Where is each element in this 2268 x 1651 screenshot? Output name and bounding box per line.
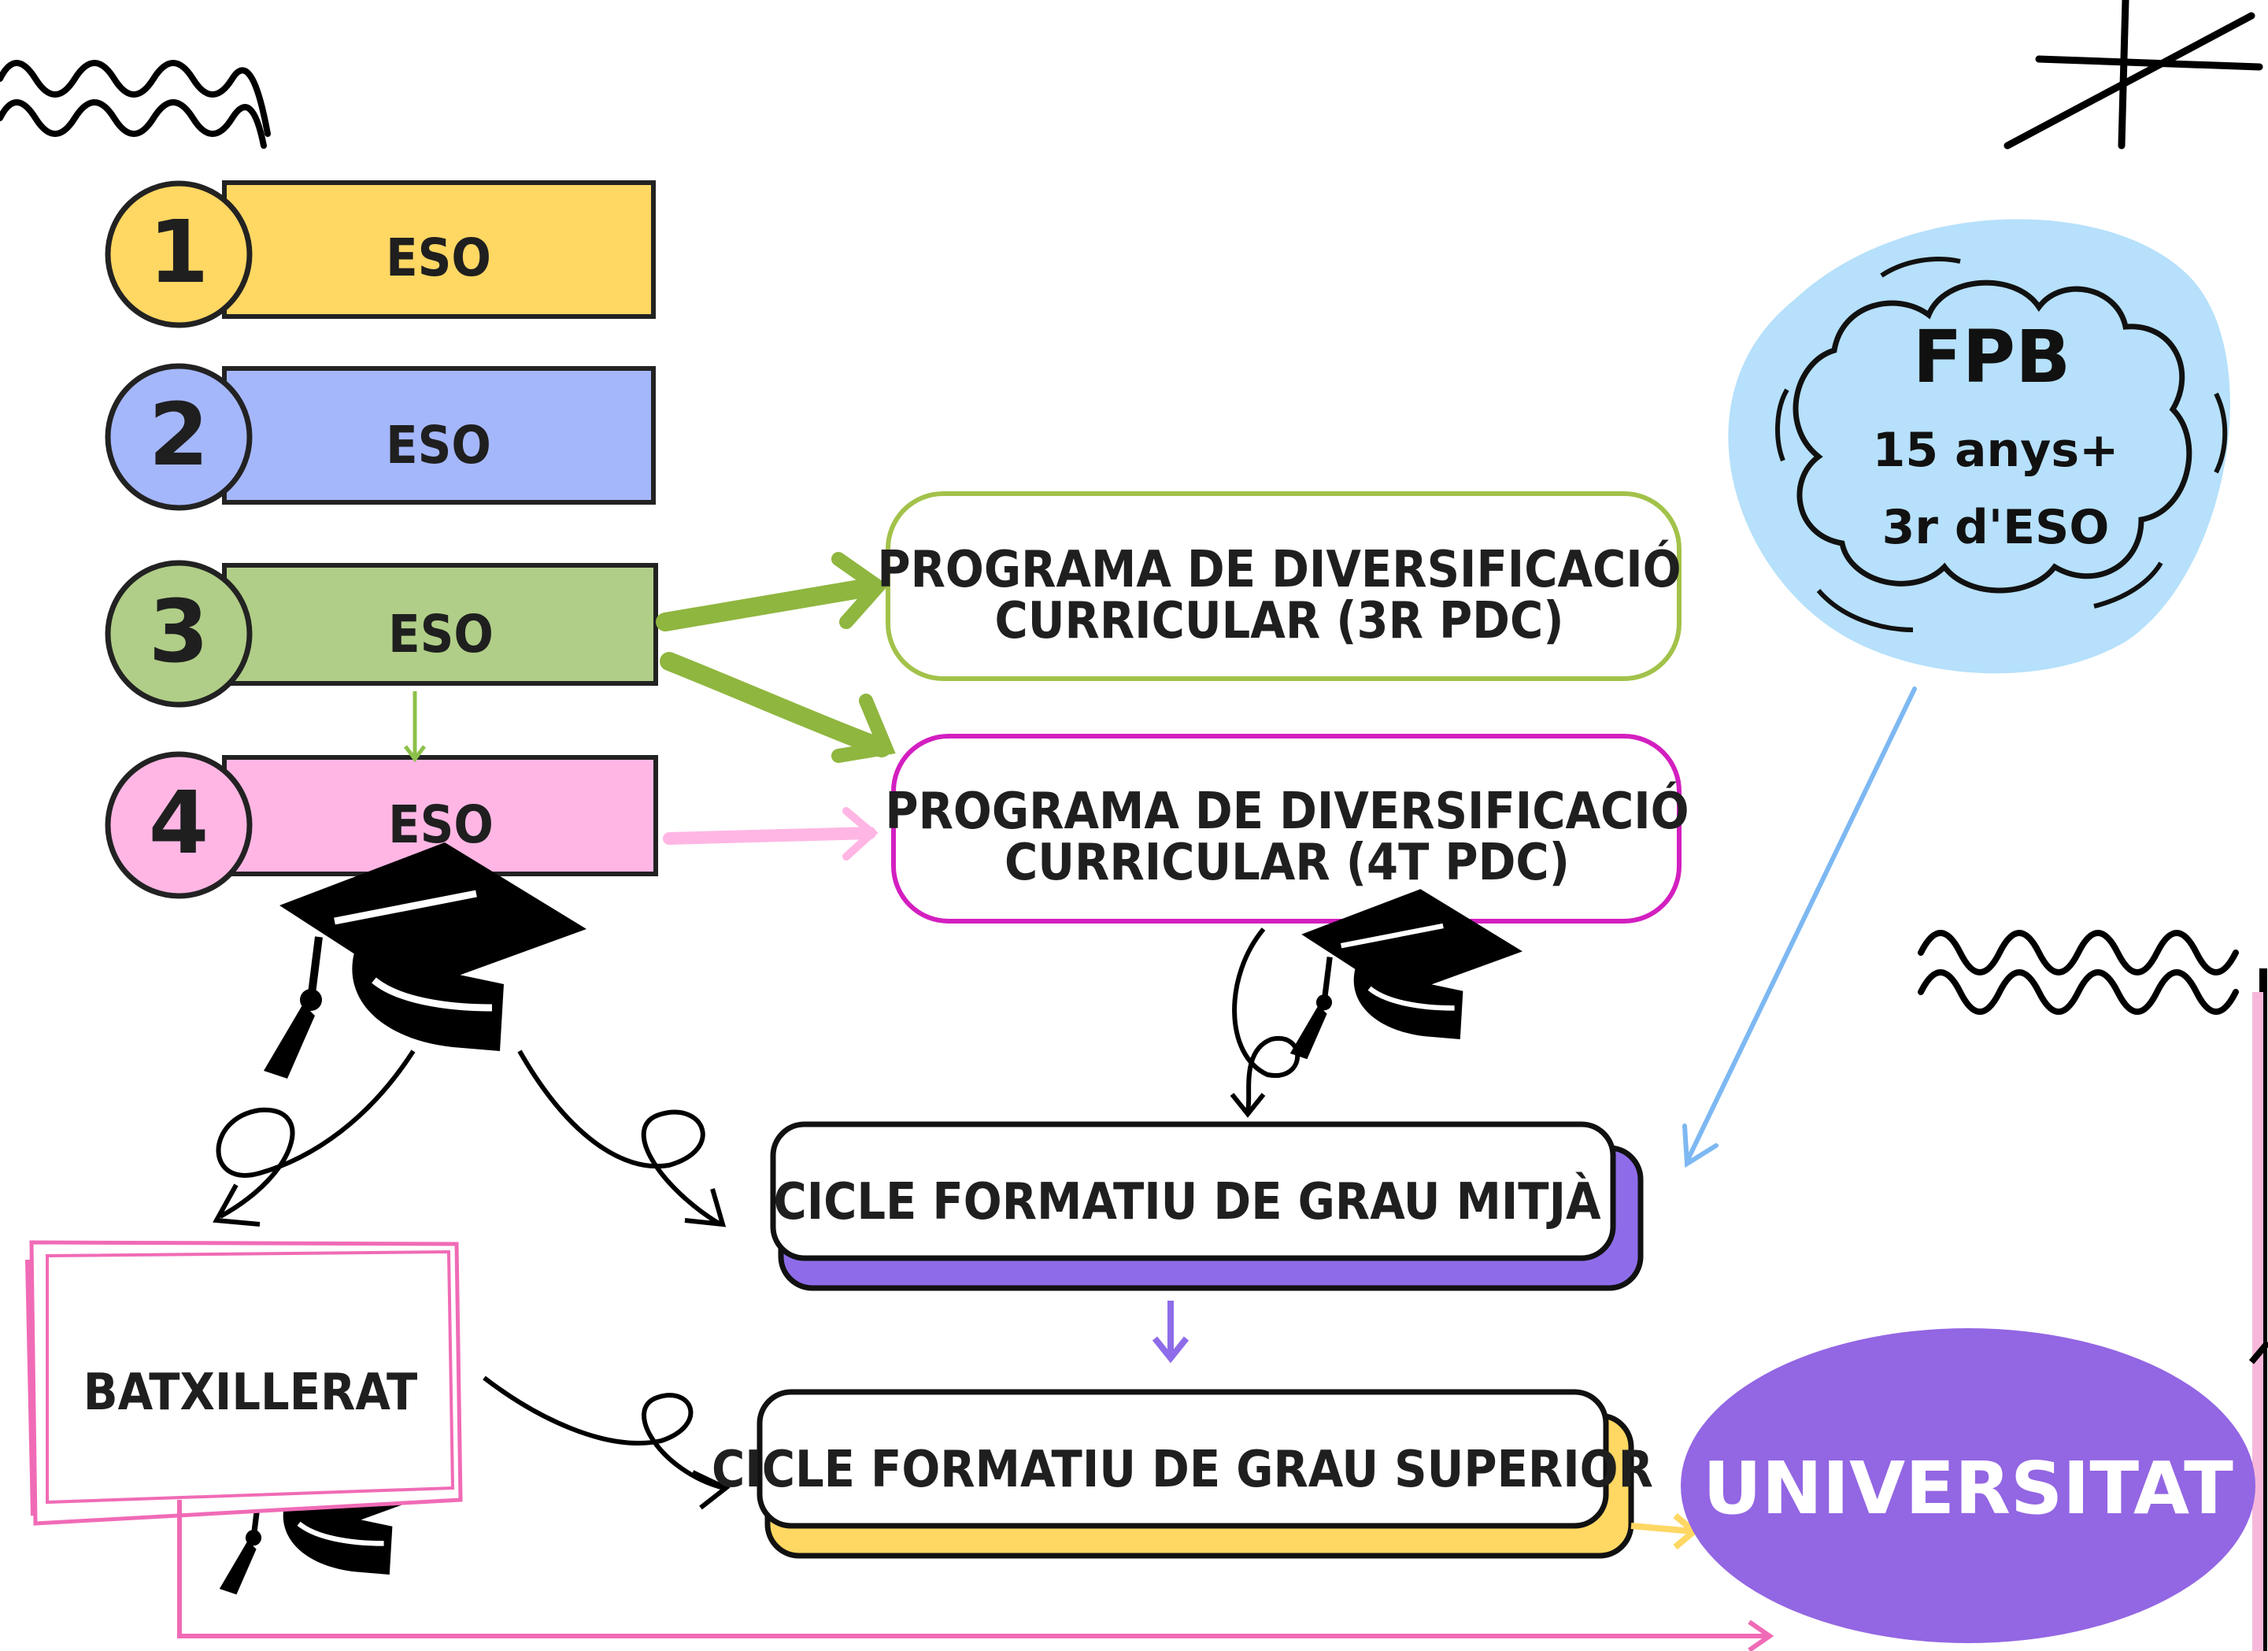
eso-number: 4 [149,772,209,873]
loop-arrow [517,1049,722,1227]
graduation-cap-icon [264,842,586,1079]
grau-superior-box: CICLE FORMATIU DE GRAU SUPERIOR [712,1389,1653,1559]
fpb-title: FPB [1913,315,2070,399]
eso-level-1: 1 ESO [105,180,656,328]
pdc-4t-line1: PROGRAMA DE DIVERSIFICACIÓ [885,781,1689,841]
grau-superior-label: CICLE FORMATIU DE GRAU SUPERIOR [712,1441,1653,1499]
arrow-mitja-to-superior [1152,1301,1189,1364]
universitat-ellipse: UNIVERSITAT [1681,1328,2255,1643]
arrow-3eso-to-3pdc [656,552,889,631]
fpb-bubble: FPB 15 anys+ 3r d'ESO [1728,219,2230,674]
loop-arrow [216,1049,416,1219]
arrow-4eso-to-4pdc [663,807,879,861]
arrow-batxillerat-to-universitat [177,1500,1774,1651]
eso-label: ESO [386,415,491,476]
fpb-requirement: 3r d'ESO [1882,500,2110,555]
star-doodle-icon [2003,0,2263,150]
grau-mitja-box: CICLE FORMATIU DE GRAU MITJÀ [770,1121,1644,1291]
eso-label: ESO [388,604,494,664]
eso-label: ESO [386,228,491,288]
fpb-age: 15 anys+ [1873,423,2119,478]
batxillerat-label: BATXILLERAT [83,1364,418,1422]
pdc-3r-box: PROGRAMA DE DIVERSIFICACIÓ CURRICULAR (3… [877,491,1682,681]
pdc-3r-line1: PROGRAMA DE DIVERSIFICACIÓ [877,539,1681,599]
loop-arrow [1232,927,1300,1111]
eso-level-2: 2 ESO [105,363,656,511]
pdc-3r-line2: CURRICULAR (3R PDC) [994,592,1563,650]
universitat-label: UNIVERSITAT [1703,1446,2233,1531]
squiggle-icon [0,99,267,149]
arrow-superior-to-universitat [1630,1512,1700,1550]
arrow-3eso-to-4pdc [660,652,896,763]
batxillerat-box: BATXILLERAT [25,1240,463,1526]
pdc-4t-line2: CURRICULAR (4T PDC) [1005,834,1570,892]
squiggle-icon [1918,930,2239,975]
squiggle-icon [0,60,271,137]
arrow-fpb-to-grau-mitja [1682,687,1917,1168]
eso-number: 2 [149,384,209,485]
eso-number: 3 [149,581,209,682]
arrow-3-to-4 [404,691,426,763]
grau-mitja-label: CICLE FORMATIU DE GRAU MITJÀ [773,1172,1601,1231]
eso-level-3: 3 ESO [105,560,658,708]
loop-arrow [483,1375,725,1490]
squiggle-icon [1918,969,2239,1015]
eso-number: 1 [149,202,209,302]
pdc-4t-box: PROGRAMA DE DIVERSIFICACIÓ CURRICULAR (4… [885,734,1689,924]
